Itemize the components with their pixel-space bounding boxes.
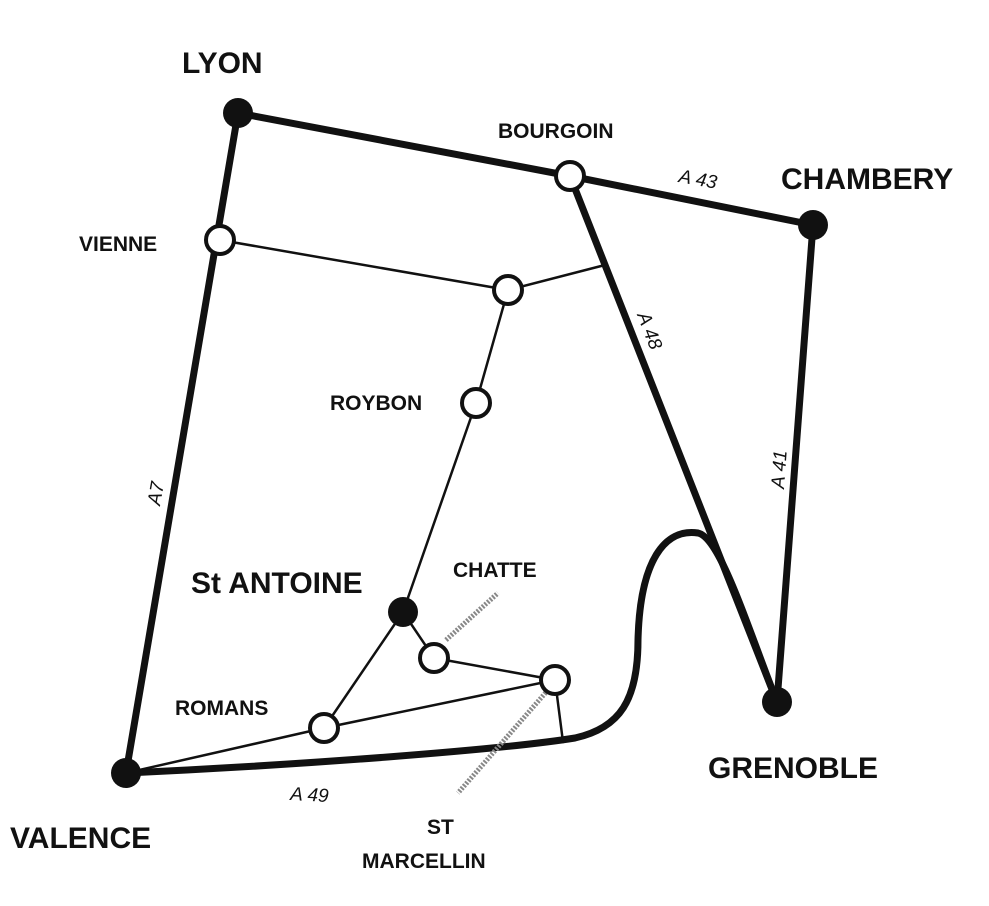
minor-towns: [204, 160, 586, 744]
stmarcellin-label-line2: MARCELLIN: [362, 850, 486, 873]
lyon-marker: [223, 98, 253, 128]
stmarcellin-marker: [539, 664, 571, 696]
road-chatte-stmarcellin: [432, 656, 557, 682]
stantoine-marker: [388, 597, 418, 627]
a7-label: A7: [144, 479, 169, 508]
roybon-marker: [460, 387, 492, 419]
city-labels: LYON CHAMBERY BOURGOIN VIENNE ROYBON St …: [10, 47, 953, 873]
motorway-a7: [122, 109, 242, 777]
roybon-label: ROYBON: [330, 392, 422, 415]
major-cities: [111, 98, 828, 788]
stantoine-label: St ANTOINE: [191, 567, 363, 600]
grenoble-label: GRENOBLE: [708, 752, 878, 785]
road-roybon-stantoine: [401, 401, 478, 614]
road-vienne-junction: [218, 238, 510, 292]
a49-label: A 49: [289, 784, 330, 807]
lyon-label: LYON: [182, 47, 263, 80]
chambery-marker: [798, 210, 828, 240]
leader-lines: [444, 591, 550, 795]
chambery-label: CHAMBERY: [781, 163, 953, 196]
motorway-a49: [122, 529, 781, 777]
road-stantoine-romans: [322, 610, 405, 730]
valence-marker: [111, 758, 141, 788]
chatte-marker: [418, 642, 450, 674]
romans-marker: [308, 712, 340, 744]
road-valence-romans: [124, 726, 326, 775]
vienne-label: VIENNE: [79, 233, 157, 256]
grenoble-marker: [762, 687, 792, 717]
junction-marker: [492, 274, 524, 306]
bourgoin-label: BOURGOIN: [498, 120, 614, 143]
chatte-leader-line: [444, 591, 500, 642]
bourgoin-marker: [554, 160, 586, 192]
valence-label: VALENCE: [10, 822, 151, 855]
a43-label: A 43: [676, 166, 719, 194]
a41-label: A 41: [768, 450, 792, 491]
road-romans-stmarcellin: [322, 678, 557, 730]
minor-roads: [124, 238, 607, 775]
stmarcellin-label-line1: ST: [427, 816, 454, 839]
road-junction-a48: [506, 263, 607, 292]
romans-label: ROMANS: [175, 697, 268, 720]
motorway-a41: [773, 221, 817, 706]
road-junction-roybon: [474, 288, 510, 405]
chatte-label: CHATTE: [453, 559, 537, 582]
stmarcellin-leader-line: [456, 688, 550, 795]
motorways: [122, 109, 817, 777]
vienne-marker: [204, 224, 236, 256]
